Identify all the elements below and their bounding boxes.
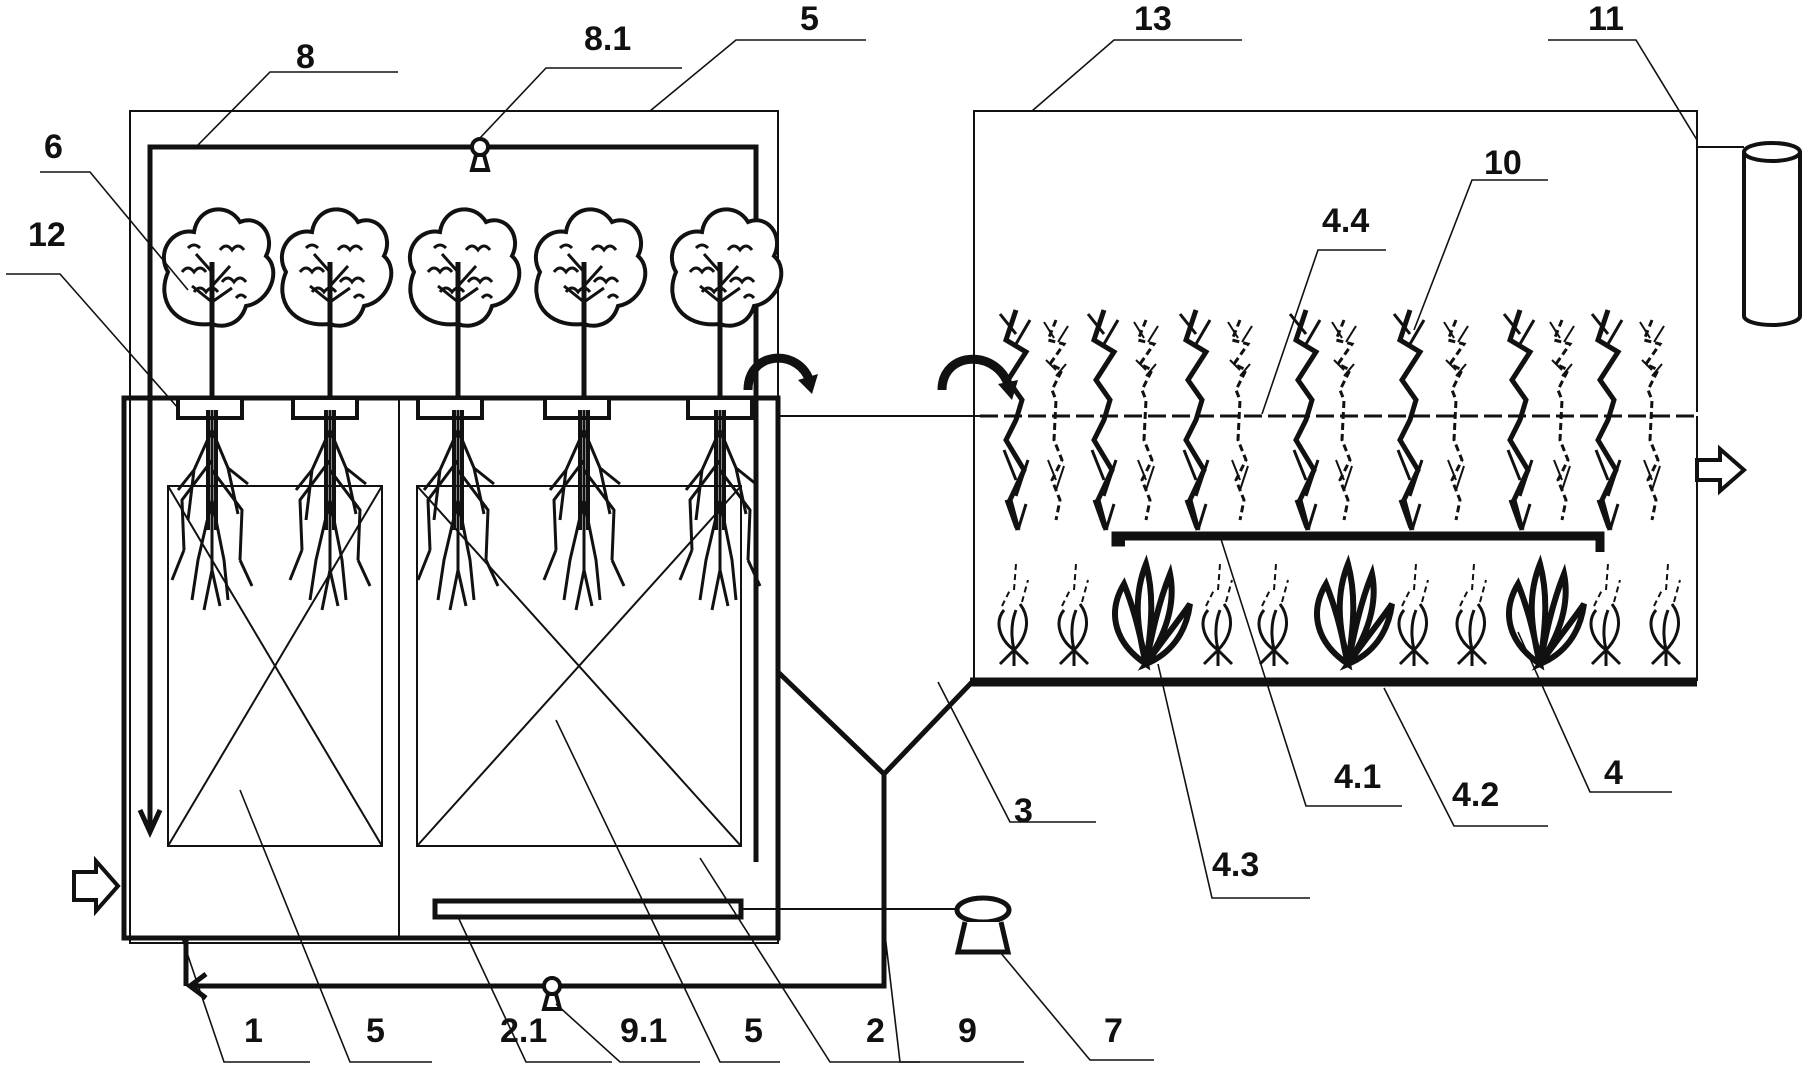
connector-3 [776,670,976,778]
label-9-1: 9.1 [620,1012,667,1050]
left-treatment-unit [72,110,1012,1011]
label-8-1: 8.1 [584,20,631,58]
label-10: 10 [1484,144,1522,182]
plant-holders-12 [176,396,754,420]
support-4-1 [1111,531,1605,552]
emergent-plants-10 [1000,310,1666,530]
inlet-arrow [72,855,121,917]
label-8: 8 [296,38,315,76]
label-2-1: 2.1 [500,1012,547,1050]
label-2: 2 [866,1012,885,1050]
label-5-b: 5 [744,1012,763,1050]
valve-9-1 [541,976,563,1011]
aerator-2-1 [432,898,744,920]
label-3: 3 [1014,792,1033,830]
valve-8-1 [469,137,491,172]
label-1: 1 [244,1012,263,1050]
label-12: 12 [28,216,66,254]
right-wetland-unit [937,110,1802,687]
tank-1-and-2-walls [121,395,781,941]
label-5-top: 5 [800,0,819,38]
overflow-arrow-right [937,354,1015,392]
label-9: 9 [958,1012,977,1050]
filter-media-left [167,485,383,847]
outlet-arrow [1695,444,1748,496]
label-4-3: 4.3 [1212,846,1259,884]
label-4-1: 4.1 [1334,758,1381,796]
recycle-pipe-8 [147,144,759,862]
label-11: 11 [1588,0,1624,38]
labels: 8 8.1 5 13 11 6 12 10 4.4 3 4.1 4.2 4 4.… [28,0,1624,1050]
label-4-4: 4.4 [1322,202,1369,240]
label-4: 4 [1604,754,1623,792]
overflow-arrow-left [743,353,815,391]
label-7: 7 [1104,1012,1123,1050]
label-6: 6 [44,128,63,166]
leader-lines [6,39,1698,1063]
return-pipe-9 [192,774,887,989]
cylinder-11 [1697,141,1802,327]
submerged-plants-4-3 [997,564,1682,668]
blower-7 [954,895,1012,955]
label-4-2: 4.2 [1452,776,1499,814]
label-5-a: 5 [366,1012,385,1050]
label-13: 13 [1134,0,1172,38]
